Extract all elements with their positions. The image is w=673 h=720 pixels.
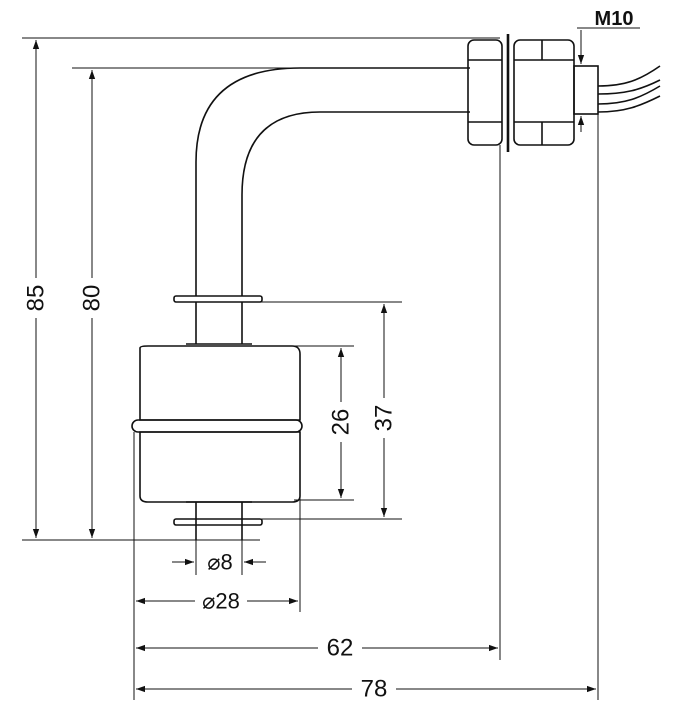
label-overall-width: 78 bbox=[361, 676, 388, 703]
thread-stub bbox=[573, 65, 599, 115]
cable-wire-3 bbox=[597, 85, 661, 105]
float-lower bbox=[139, 431, 301, 503]
lower-collar bbox=[173, 518, 263, 526]
label-inner-width: 62 bbox=[327, 635, 354, 662]
upper-collar bbox=[173, 295, 263, 303]
label-stem-height: 80 bbox=[79, 285, 106, 312]
switch-body bbox=[131, 34, 661, 540]
label-thread-size: M10 bbox=[595, 8, 634, 30]
dimension-labels: 85 80 26 37 ⌀8 ⌀28 62 78 M10 bbox=[23, 8, 634, 703]
float-body bbox=[139, 345, 301, 421]
dimension-lines bbox=[22, 27, 640, 700]
float-rim bbox=[131, 419, 303, 433]
stem-tube-inner bbox=[241, 111, 470, 296]
label-backgrounds bbox=[24, 278, 396, 702]
cable-wire-1 bbox=[597, 65, 661, 87]
hex-nut-right bbox=[513, 39, 575, 146]
label-stem-diameter: ⌀8 bbox=[207, 550, 232, 575]
hex-nut-left bbox=[467, 39, 503, 146]
label-float-height: 26 bbox=[328, 409, 355, 436]
label-float-travel: 37 bbox=[371, 405, 398, 432]
cable-wire-4 bbox=[597, 95, 661, 113]
stem-tube-outer bbox=[195, 67, 470, 296]
label-float-diameter: ⌀28 bbox=[202, 589, 240, 614]
label-overall-height: 85 bbox=[23, 285, 50, 312]
cable-wire-2 bbox=[597, 79, 661, 95]
